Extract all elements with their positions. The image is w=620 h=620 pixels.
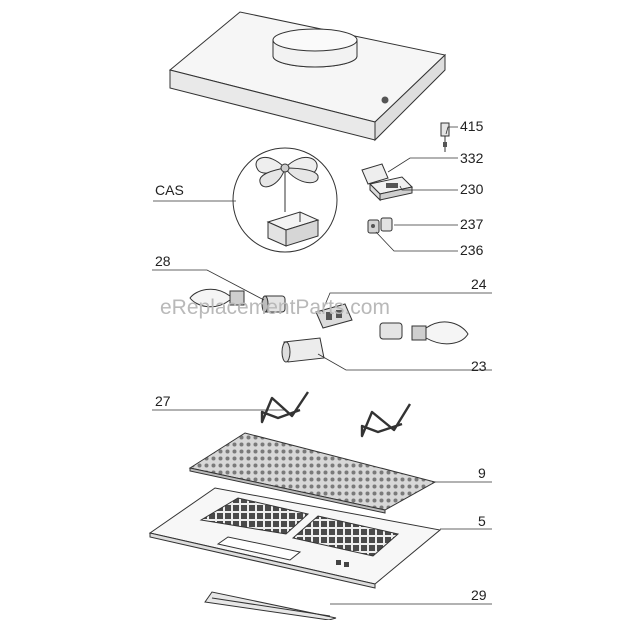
callout-332: 332	[460, 150, 484, 166]
left-bulb	[189, 288, 245, 308]
callout-28: 28	[155, 253, 171, 269]
part-27-springs	[260, 391, 412, 438]
callout-5: 5	[478, 513, 486, 529]
callout-labels: 415 332 230 237 236 CAS 28 24 23 27 9 5 …	[155, 118, 487, 603]
callout-24: 24	[471, 276, 487, 292]
right-lamp-socket	[379, 322, 403, 340]
part-332-plate	[361, 163, 389, 185]
callout-27: 27	[155, 393, 171, 409]
callout-cas: CAS	[155, 182, 184, 198]
callout-230: 230	[460, 181, 484, 197]
part-29-bar	[204, 591, 337, 620]
callout-236: 236	[460, 242, 484, 258]
part-5-front-frame	[148, 487, 442, 589]
callout-29: 29	[471, 587, 487, 603]
part-23-lamp-cover	[281, 337, 325, 363]
leader-lines	[152, 126, 492, 605]
part-237-button	[380, 217, 393, 232]
hood-housing	[168, 11, 447, 142]
callout-9: 9	[478, 465, 486, 481]
part-24-lamp-holder	[315, 303, 353, 329]
watermark-text: eReplacementParts.com	[160, 296, 390, 319]
right-bulb	[411, 321, 469, 345]
part-9-grease-filter	[188, 432, 437, 514]
part-236-button	[367, 219, 380, 234]
callout-415: 415	[460, 118, 484, 134]
motor-assembly	[232, 147, 338, 253]
callout-237: 237	[460, 216, 484, 232]
part-415-connector	[440, 122, 450, 152]
callout-23: 23	[471, 358, 487, 374]
